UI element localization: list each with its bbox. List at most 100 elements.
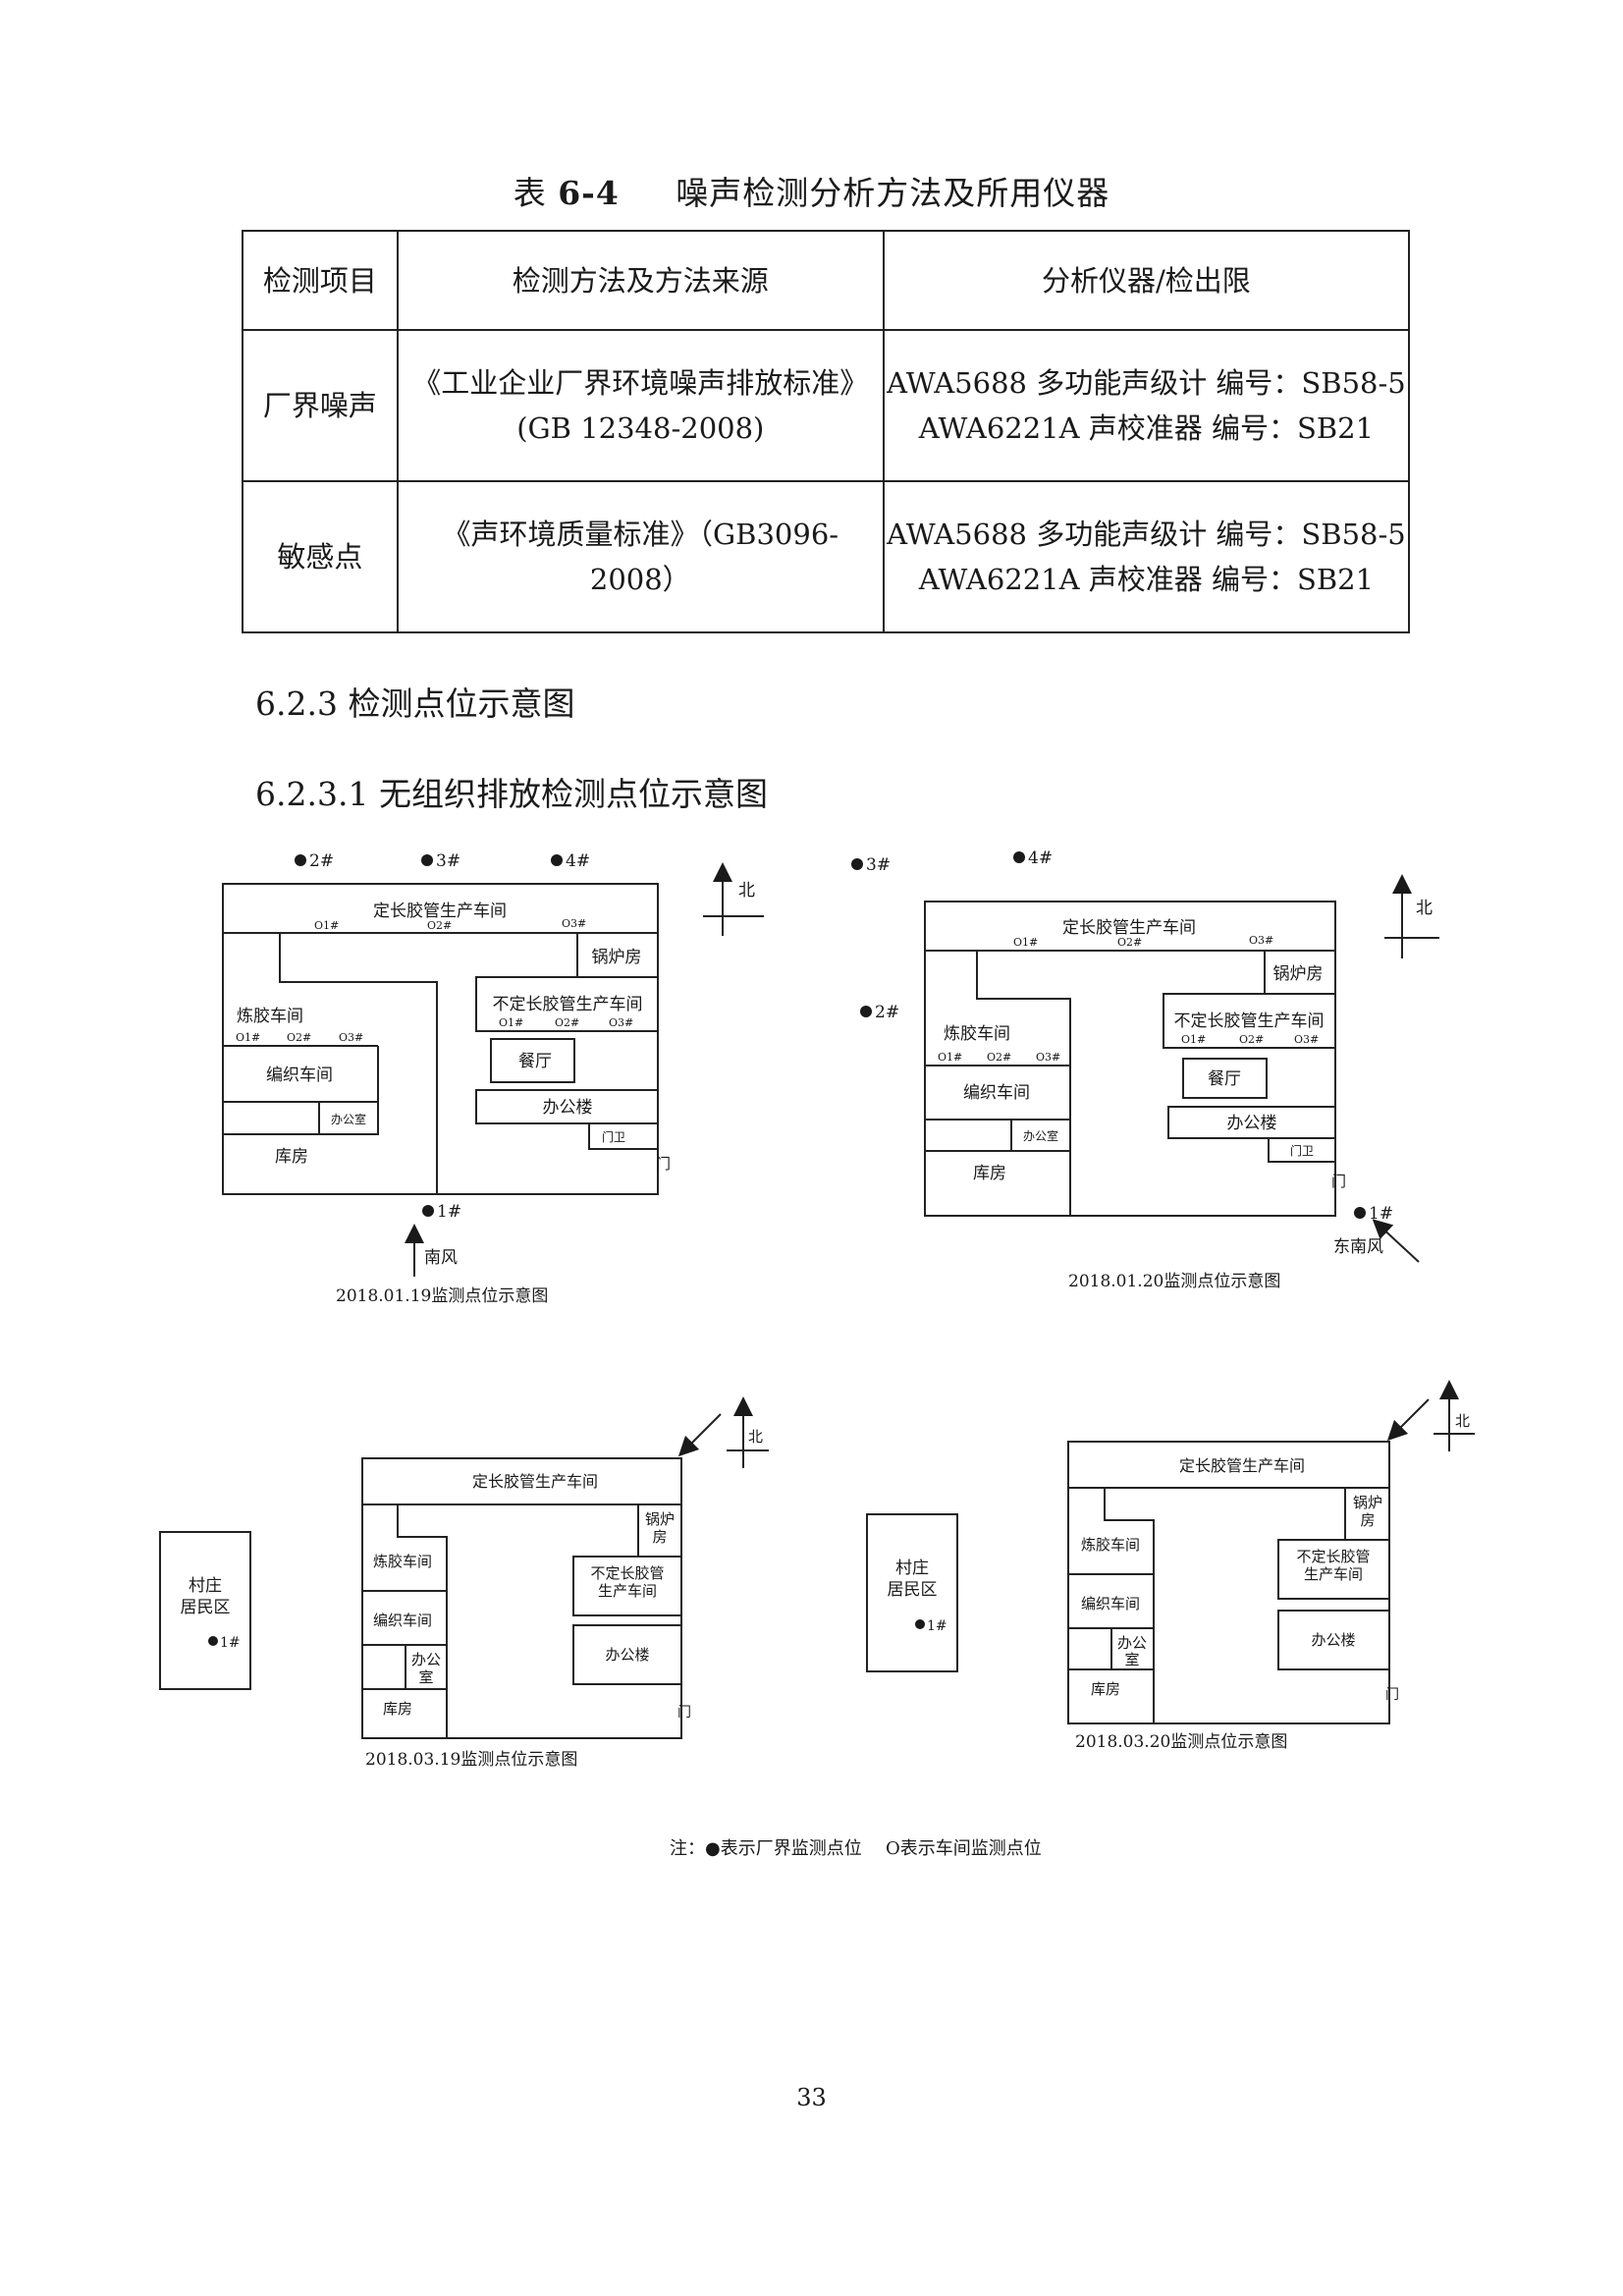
- boundary-point: [208, 1636, 218, 1646]
- building-outline: [572, 1556, 682, 1616]
- label-bianzhi: 编织车间: [963, 1083, 1030, 1103]
- canteen-outline: [1182, 1058, 1268, 1099]
- canteen-outline: [490, 1038, 575, 1083]
- factory-outline: [222, 883, 659, 1195]
- label-point: 4#: [566, 851, 590, 871]
- label-bianzhi: 编织车间: [1081, 1595, 1140, 1613]
- workshop-point: O1#: [938, 1051, 962, 1064]
- label-point: 2#: [875, 1003, 899, 1022]
- boundary-point: [421, 854, 433, 866]
- label-menwei: 门卫: [1290, 1143, 1314, 1158]
- method-line: (GB 12348-2008): [516, 411, 765, 445]
- label-bianzhi: 编织车间: [266, 1066, 333, 1085]
- instrument-line: AWA5688 多功能声级计 编号：SB58-5: [887, 518, 1406, 551]
- label-bangongshi: 办公: [1117, 1634, 1147, 1652]
- label-north: 北: [738, 881, 755, 901]
- workshop-point: O3#: [1294, 1033, 1319, 1046]
- office-room: [318, 1101, 379, 1135]
- label-bianzhi: 编织车间: [373, 1612, 432, 1629]
- label-bangonglou: 办公楼: [543, 1098, 593, 1118]
- boundary-point: [295, 854, 306, 866]
- method-line: 《工业企业厂界环境噪声排放标准》: [412, 366, 869, 400]
- label-kufang: 库房: [1091, 1680, 1120, 1698]
- workshop-point: O1#: [314, 919, 339, 932]
- label-buding: 不定长胶管生产车间: [1174, 1011, 1325, 1031]
- label-bangongshi: 办公室: [1023, 1128, 1058, 1143]
- note-filled: ●表示厂界监测点位: [705, 1838, 862, 1859]
- section-heading: 6.2.3 检测点位示意图: [255, 684, 575, 723]
- instrument-line: AWA6221A 声校准器 编号：SB21: [918, 411, 1375, 445]
- label-canting: 餐厅: [1208, 1069, 1241, 1089]
- guard-room-outline: [588, 1122, 659, 1150]
- label-ding: 定长胶管生产车间: [373, 902, 507, 921]
- office-building-outline: [1277, 1610, 1390, 1670]
- label-men: 门: [656, 1155, 671, 1173]
- label-guolu: 锅炉房: [1273, 964, 1324, 984]
- table-header-row: 检测项目 检测方法及方法来源 分析仪器/检出限: [242, 230, 1411, 331]
- label-guolu: 锅炉: [1353, 1494, 1382, 1511]
- workshop-point: O3#: [339, 1031, 363, 1044]
- office-building-outline: [572, 1624, 682, 1685]
- label-buding: 不定长胶管: [590, 1564, 664, 1582]
- caption: 2018.03.20监测点位示意图: [1075, 1732, 1287, 1752]
- label-kufang: 库房: [973, 1164, 1006, 1183]
- map-2018-03-20: 村庄 居民区 1# 定长胶管生产车间 锅炉 房 不定长胶管 生产车间 炼胶车间 …: [866, 1380, 1475, 1752]
- label-lianjiao: 炼胶车间: [944, 1024, 1010, 1044]
- label-bangongshi: 办公室: [331, 1112, 366, 1126]
- label-village: 村庄: [189, 1576, 222, 1596]
- boundary-point: [851, 858, 863, 870]
- workshop-point: O2#: [555, 1016, 579, 1029]
- label-bangongshi: 室: [1124, 1651, 1139, 1668]
- label-buding: 生产车间: [598, 1582, 657, 1600]
- wind-arrow: [1386, 1398, 1430, 1442]
- wall: [1104, 1488, 1155, 1723]
- header-item: 检测项目: [242, 230, 399, 331]
- label-ding: 定长胶管生产车间: [472, 1472, 598, 1491]
- table-title: 表 6-4 噪声检测分析方法及所用仪器: [0, 167, 1623, 214]
- row-method: 《声环境质量标准》（GB3096-2008）: [396, 480, 885, 633]
- boundary-point: [915, 1619, 925, 1629]
- label-wind: 东南风: [1333, 1237, 1383, 1257]
- workshop-point: O2#: [287, 1031, 311, 1044]
- workshop-point: O3#: [562, 917, 586, 930]
- label-men: 门: [677, 1705, 691, 1721]
- label-men: 门: [1331, 1173, 1346, 1190]
- noise-method-table: 检测项目 检测方法及方法来源 分析仪器/检出限 厂界噪声 《工业企业厂界环境噪声…: [242, 230, 1411, 633]
- label-buding: 生产车间: [1304, 1565, 1363, 1583]
- label-north: 北: [1455, 1412, 1470, 1430]
- label-point: 1#: [1369, 1204, 1393, 1224]
- table-title-text: 噪声检测分析方法及所用仪器: [676, 174, 1110, 212]
- label-guolu: 房: [1360, 1511, 1375, 1529]
- label-ding: 定长胶管生产车间: [1179, 1456, 1305, 1475]
- boundary-point: [1013, 851, 1025, 863]
- table-row: 敏感点 《声环境质量标准》（GB3096-2008） AWA5688 多功能声级…: [242, 480, 1411, 633]
- workshop-point: O1#: [1013, 936, 1038, 949]
- note-prefix: 注：: [670, 1838, 705, 1859]
- label-kufang: 库房: [383, 1700, 412, 1718]
- label-village: 居民区: [888, 1580, 938, 1600]
- workshop-point: O3#: [1249, 934, 1273, 947]
- wind-arrow: [677, 1413, 722, 1457]
- label-village: 村庄: [895, 1558, 929, 1578]
- village-outline: [866, 1513, 958, 1672]
- row-instrument: AWA5688 多功能声级计 编号：SB58-5 AWA6221A 声校准器 编…: [882, 480, 1411, 633]
- row-method: 《工业企业厂界环境噪声排放标准》 (GB 12348-2008): [396, 329, 885, 482]
- label-menwei: 门卫: [602, 1129, 625, 1144]
- boundary-point: [422, 1205, 434, 1217]
- office-building-outline: [1167, 1106, 1336, 1139]
- label-lianjiao: 炼胶车间: [373, 1553, 432, 1570]
- workshop-point: O3#: [609, 1016, 633, 1029]
- label-bangonglou: 办公楼: [1227, 1114, 1277, 1133]
- page-number: 33: [796, 2084, 827, 2111]
- label-buding: 不定长胶管生产车间: [493, 995, 643, 1014]
- caption: 2018.01.20监测点位示意图: [1068, 1272, 1280, 1291]
- caption: 2018.01.19监测点位示意图: [336, 1286, 548, 1306]
- label-buding: 不定长胶管: [1296, 1548, 1370, 1565]
- label-guolu: 锅炉房: [592, 948, 642, 967]
- row-item: 敏感点: [242, 480, 399, 633]
- boundary-point: [860, 1006, 872, 1017]
- label-point: 4#: [1028, 848, 1053, 868]
- label-wind: 南风: [424, 1248, 458, 1268]
- workshop-point: O1#: [499, 1016, 523, 1029]
